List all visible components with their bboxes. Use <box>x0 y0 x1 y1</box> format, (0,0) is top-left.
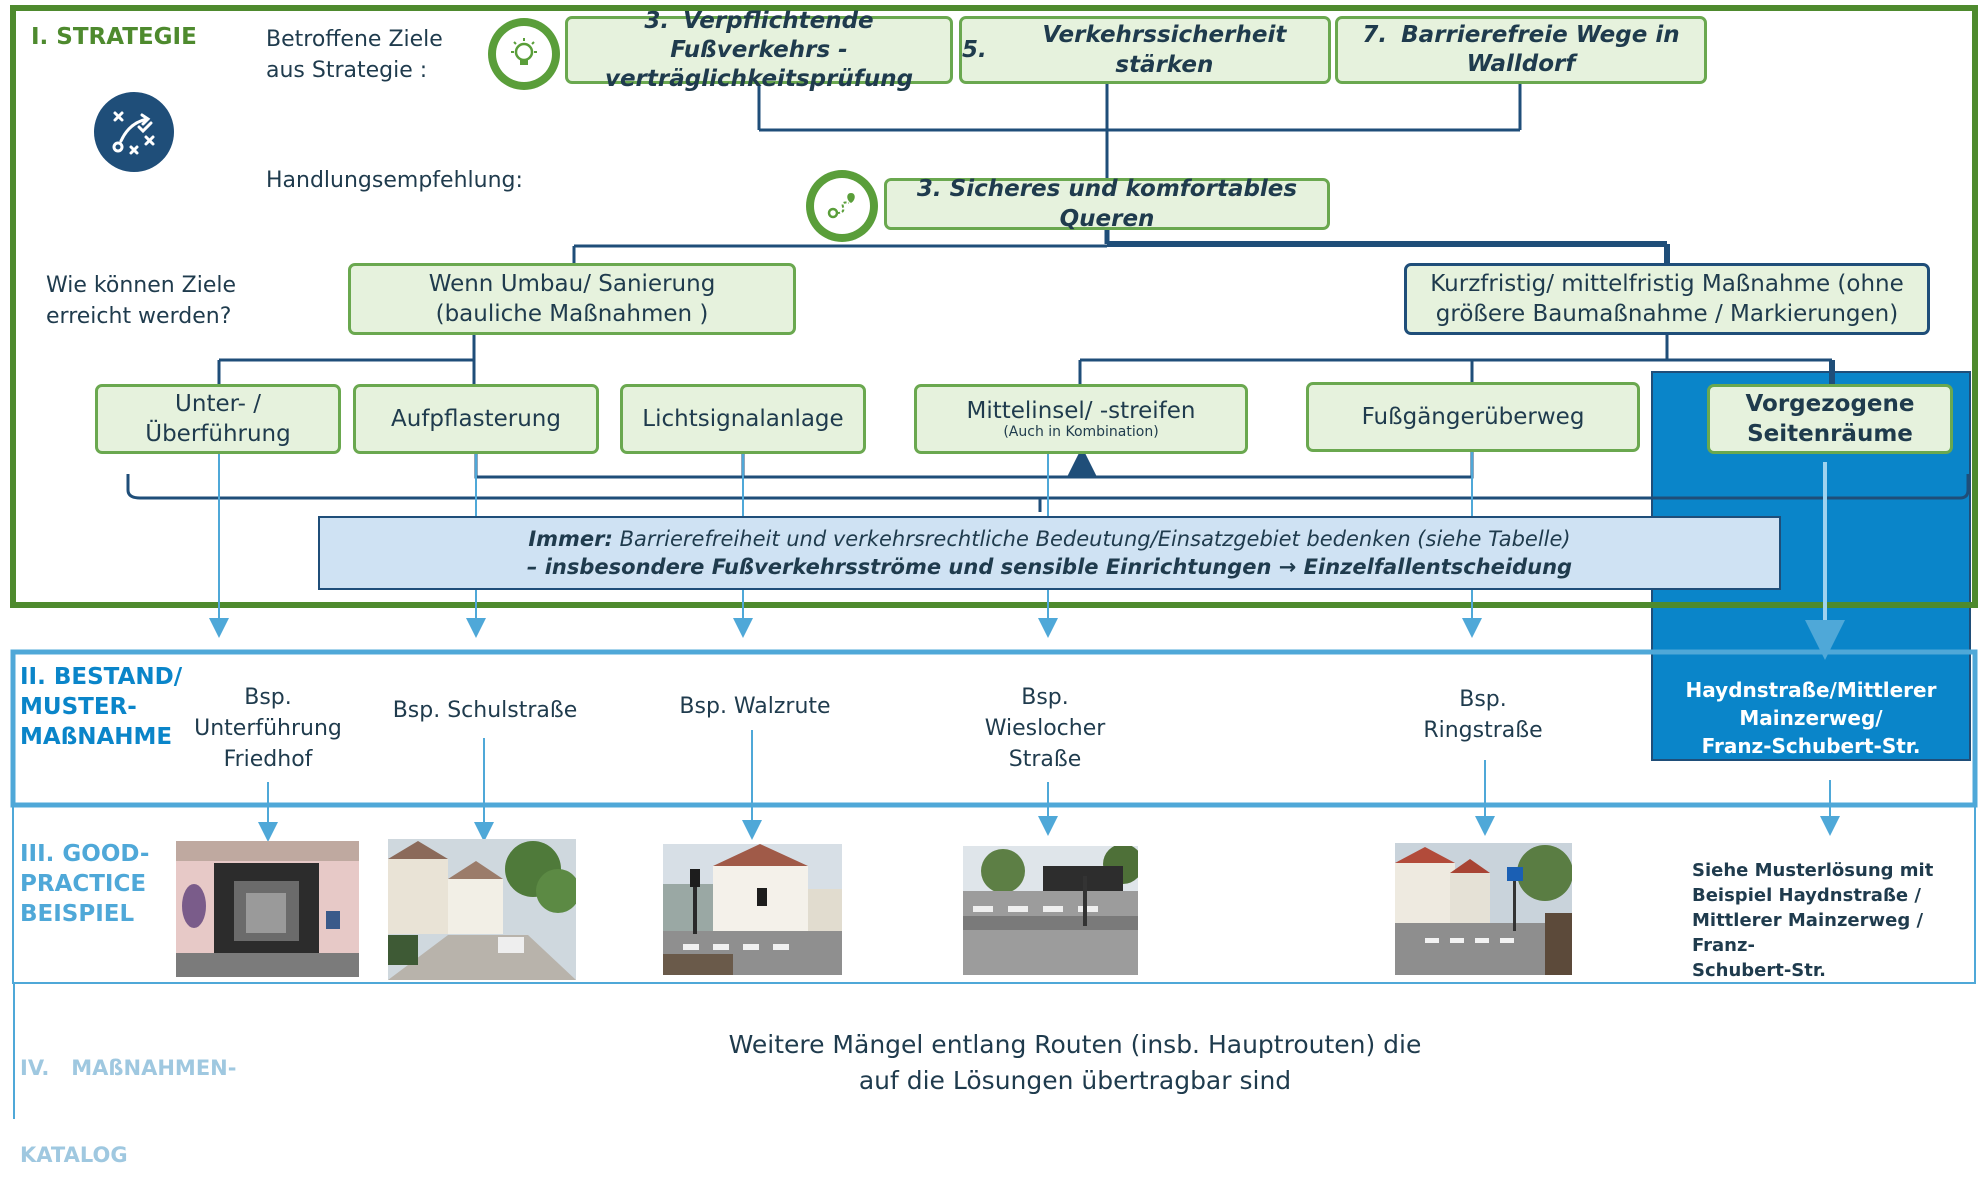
example-wieslocher-line1: Bsp. <box>1021 685 1069 710</box>
branch-left-line1: Wenn Umbau/ Sanierung <box>428 271 716 297</box>
example-underpass-line2: Unterführung <box>194 716 342 741</box>
example-walzrute: Bsp. Walzrute <box>679 694 831 719</box>
goal-box-5: 5. Verkehrssicherheit stärken <box>959 16 1331 84</box>
goal-7-number: 7. <box>1362 22 1388 48</box>
measure-box-median: Mittelinsel/ -streifen (Auch in Kombinat… <box>914 384 1248 454</box>
photo-walzrute <box>663 844 842 975</box>
section1-frame <box>10 5 1978 608</box>
question-label: Wie können Ziele erreicht werden? <box>46 270 236 332</box>
measure-box-raised-crossing: Aufpflasterung <box>353 384 599 454</box>
branch-box-construction: Wenn Umbau/ Sanierung (bauliche Maßnahme… <box>348 263 796 335</box>
example-underpass: Bsp. Unterführung Friedhof <box>168 682 368 775</box>
side-note-line1: Siehe Musterlösung mit <box>1692 860 1934 881</box>
branch-right-line2: größere Baumaßnahme / Markierungen) <box>1435 301 1899 327</box>
branch-left-line2: (bauliche Maßnahmen ) <box>435 301 709 327</box>
example-underpass-line1: Bsp. <box>244 685 292 710</box>
goal-box-3: 3.Verpflichtende Fußverkehrs - verträgli… <box>565 8 953 92</box>
section4-text-line1: Weitere Mängel entlang Routen (insb. Hau… <box>728 1030 1422 1059</box>
goal-3-number: 3. <box>644 7 670 34</box>
photo-schulstrasse <box>388 839 576 980</box>
recommendation-label: Handlungsempfehlung: <box>266 168 523 193</box>
example-wieslocher-line2: Wieslocher <box>984 716 1106 741</box>
section3-frame <box>12 804 1976 984</box>
measure-box-extended-sidewalk: Vorgezogene Seitenräume <box>1707 384 1953 454</box>
note-always: Immer: <box>528 527 613 551</box>
example-wieslocher: Bsp. Wieslocher Straße <box>945 682 1145 775</box>
question-line1: Wie können Ziele <box>46 273 237 298</box>
note-box: Immer: Barrierefreiheit und verkehrsrech… <box>318 516 1781 590</box>
section2-label: II. BESTAND/ MUSTER- MAßNAHME <box>20 662 182 752</box>
goals-label: Betroffene Ziele aus Strategie : <box>266 24 443 86</box>
lightbulb-icon <box>488 18 560 90</box>
example-haydnstrasse-line1: Haydnstraße/Mittlerer <box>1685 678 1937 702</box>
measure-median-note: (Auch in Kombination) <box>1003 424 1159 440</box>
route-icon <box>806 170 878 242</box>
note-line2: – insbesondere Fußverkehrsströme und sen… <box>526 555 1573 579</box>
goal-3-line1: Verpflichtende Fußverkehrs - <box>670 7 874 63</box>
measure-underpass-line2: Überführung <box>145 421 291 447</box>
goal-3-line2: verträglichkeitsprüfung <box>604 65 914 92</box>
question-line2: erreicht werden? <box>46 304 232 329</box>
section3-label: III. GOOD- PRACTICE BEISPIEL <box>20 839 149 929</box>
measure-underpass-line1: Unter- / <box>175 391 261 417</box>
good-practice-side-note: Siehe Musterlösung mit Beispiel Haydnstr… <box>1692 858 1982 983</box>
section4-text-line2: auf die Lösungen übertragbar sind <box>858 1066 1292 1095</box>
section3-label-line1: III. GOOD- <box>20 841 150 867</box>
measure-box-traffic-light: Lichtsignalanlage <box>620 384 866 454</box>
example-schulstrasse: Bsp. Schulstraße <box>392 698 578 723</box>
goal-7-line2: Walldorf <box>1466 51 1576 77</box>
measure-box-underpass: Unter- / Überführung <box>95 384 341 454</box>
example-wieslocher-line3: Straße <box>1008 747 1082 772</box>
side-note-line4: Schubert-Str. <box>1692 960 1827 981</box>
section1-label: I. STRATEGIE <box>31 24 197 50</box>
section4-label-line1: IV. MAßNAHMEN- <box>20 1056 237 1080</box>
section4-label: IV. MAßNAHMEN- KATALOG <box>20 996 236 1199</box>
section3-label-line3: BEISPIEL <box>20 901 135 927</box>
measure-extended-line2: Seitenräume <box>1747 421 1913 447</box>
section3-label-line2: PRACTICE <box>20 871 147 897</box>
goal-box-7: 7. Barrierefreie Wege in Walldorf <box>1335 16 1707 84</box>
branch-right-line1: Kurzfristig/ mittelfristig Maßnahme (ohn… <box>1430 271 1904 297</box>
measure-median-line1: Mittelinsel/ -streifen <box>966 398 1196 424</box>
section2-label-line2: MUSTER- <box>20 694 137 720</box>
photo-wieslocher <box>963 846 1138 975</box>
photo-ringstrasse <box>1395 843 1572 975</box>
strategy-icon <box>94 92 174 172</box>
example-ringstrasse-line1: Bsp. <box>1459 687 1507 712</box>
goal-5-line1: Verkehrssicherheit stärken <box>1042 22 1287 78</box>
measure-extended-line1: Vorgezogene <box>1745 391 1915 417</box>
section4-label-line2: KATALOG <box>20 1143 128 1167</box>
side-note-line3: Mittlerer Mainzerweg / Franz- <box>1692 910 1924 956</box>
section4-text: Weitere Mängel entlang Routen (insb. Hau… <box>600 1027 1550 1099</box>
example-haydnstrasse: Haydnstraße/Mittlerer Mainzerweg/ Franz-… <box>1656 676 1966 760</box>
measure-box-zebra-crossing: Fußgängerüberweg <box>1306 382 1640 452</box>
example-underpass-line3: Friedhof <box>223 747 313 772</box>
example-ringstrasse-line2: Ringstraße <box>1423 718 1543 743</box>
example-haydnstrasse-line3: Franz-Schubert-Str. <box>1701 734 1921 758</box>
example-haydnstrasse-line2: Mainzerweg/ <box>1739 706 1883 730</box>
goals-label-line1: Betroffene Ziele <box>266 27 443 52</box>
goals-label-line2: aus Strategie : <box>266 58 428 83</box>
branch-box-shortterm: Kurzfristig/ mittelfristig Maßnahme (ohn… <box>1404 263 1930 335</box>
example-ringstrasse: Bsp. Ringstraße <box>1383 684 1583 746</box>
note-line1: Barrierefreiheit und verkehrsrechtliche … <box>619 527 1571 551</box>
section2-label-line3: MAßNAHME <box>20 724 173 750</box>
goal-7-line1: Barrierefreie Wege in <box>1401 22 1680 48</box>
recommendation-box: 3. Sicheres und komfortables Queren <box>884 176 1330 232</box>
section2-label-line1: II. BESTAND/ <box>20 664 183 690</box>
side-note-line2: Beispiel Haydnstraße / <box>1692 885 1921 906</box>
photo-underpass <box>176 841 359 977</box>
goal-5-number: 5. <box>962 37 987 63</box>
